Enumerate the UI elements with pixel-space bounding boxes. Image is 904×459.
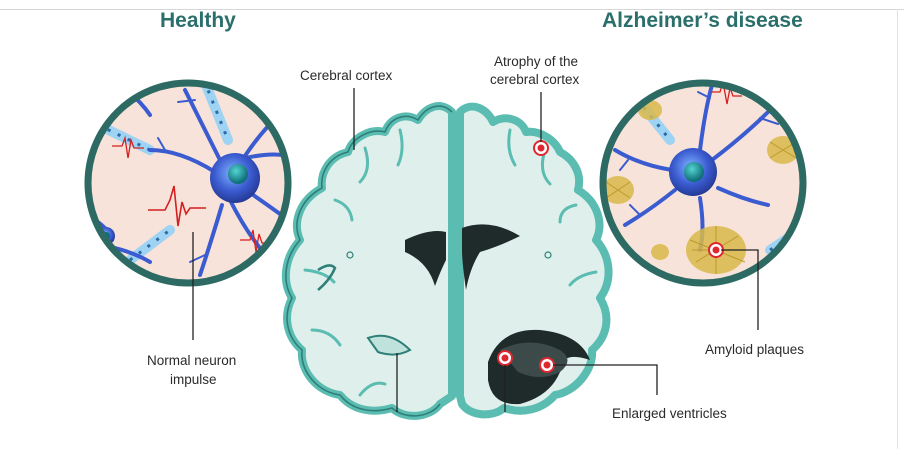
label-normal-neuron-line1: Normal neuron — [147, 353, 236, 368]
brain-section-healthy-half — [286, 106, 452, 416]
label-cerebral-cortex: Cerebral cortex — [300, 68, 393, 83]
healthy-neuron-circle — [88, 70, 300, 283]
label-atrophy-line1: Atrophy of the — [494, 54, 578, 69]
label-amyloid-plaques: Amyloid plaques — [705, 342, 804, 357]
neuron-nucleus — [228, 164, 248, 184]
red-dot-marker-icon — [498, 351, 512, 365]
red-dot-marker-icon — [540, 358, 554, 372]
label-atrophy-line2: cerebral cortex — [490, 72, 580, 87]
brain-section-alzheimers-half — [460, 107, 609, 415]
red-dot-marker-icon — [709, 243, 723, 257]
neuron-nucleus — [684, 162, 704, 182]
neuron-icon — [249, 263, 267, 281]
alzheimers-neuron-circle — [602, 82, 803, 283]
label-enlarged-ventricles: Enlarged ventricles — [612, 406, 727, 421]
label-normal-neuron-line2: impulse — [170, 372, 217, 387]
red-dot-marker-icon — [534, 141, 548, 155]
